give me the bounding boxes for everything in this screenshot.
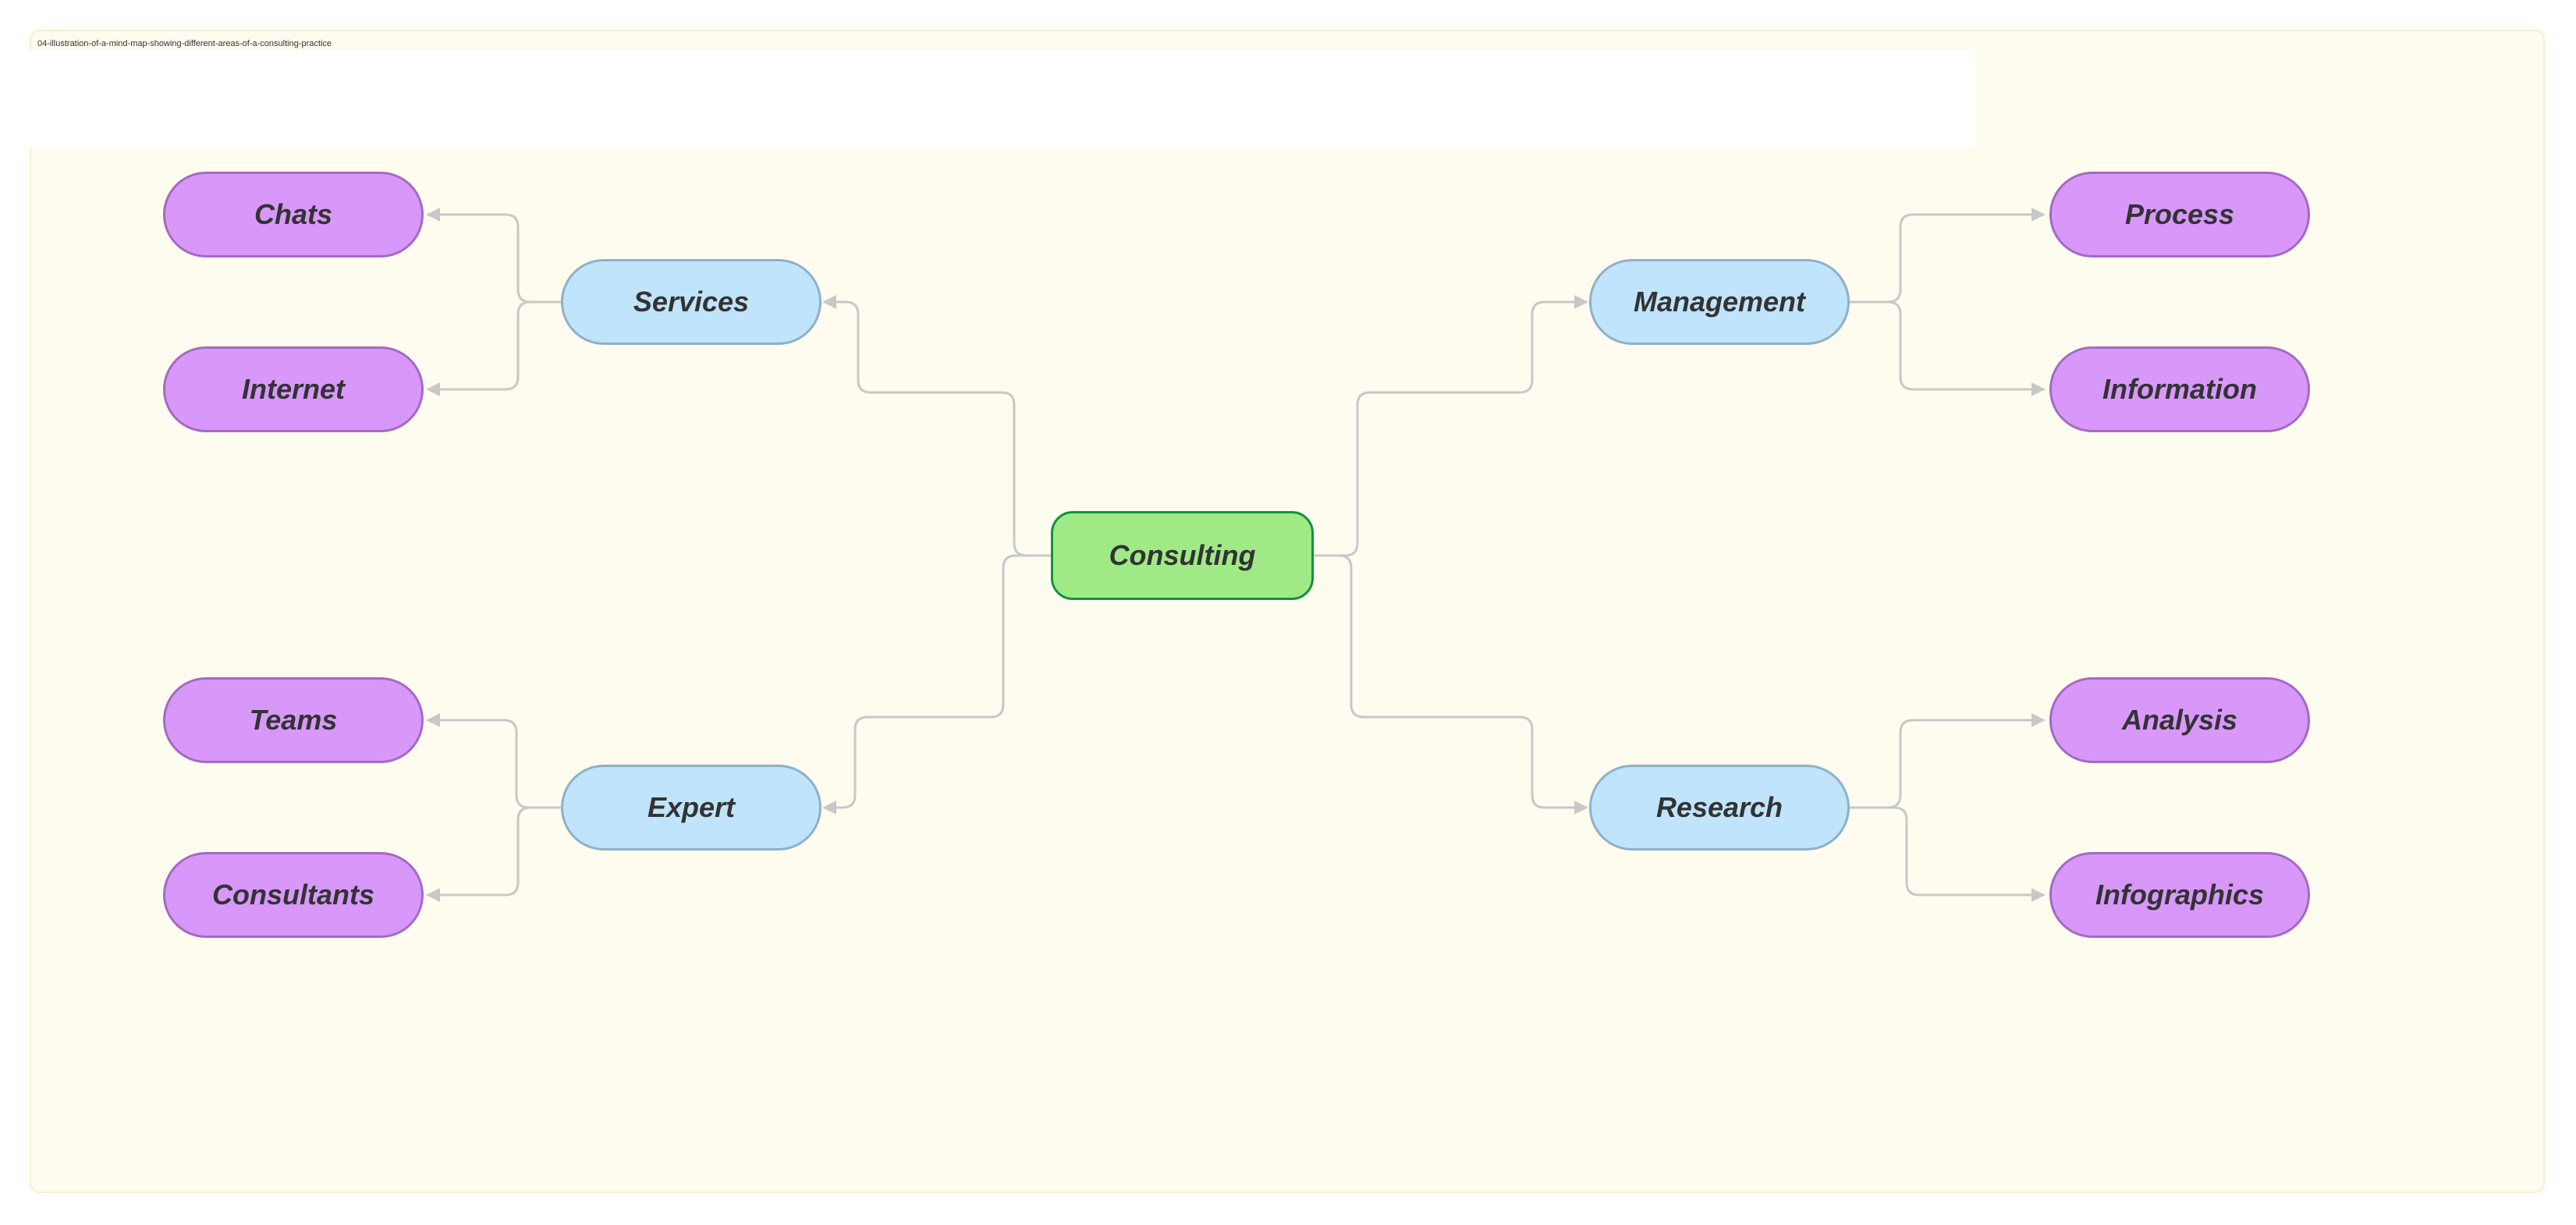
node-process[interactable]: Process: [2049, 172, 2310, 257]
node-consulting[interactable]: Consulting: [1051, 511, 1314, 600]
connector-root-management: [1314, 295, 1588, 557]
connector-root-services: [822, 295, 1051, 557]
node-chats[interactable]: Chats: [163, 172, 424, 257]
header-panel: [30, 50, 1975, 148]
node-consultants[interactable]: Consultants: [163, 852, 424, 938]
connector-management-information: [1850, 300, 2046, 396]
node-internet[interactable]: Internet: [163, 346, 424, 432]
node-expert[interactable]: Expert: [561, 765, 821, 850]
node-infographics[interactable]: Infographics: [2049, 852, 2310, 938]
connector-root-expert: [822, 554, 1051, 815]
connector-expert-teams: [426, 713, 561, 809]
node-information[interactable]: Information: [2049, 346, 2310, 432]
connector-research-analysis: [1850, 713, 2046, 809]
connector-research-infographics: [1850, 806, 2046, 902]
node-services[interactable]: Services: [561, 259, 821, 345]
connector-services-chats: [426, 208, 561, 304]
node-analysis[interactable]: Analysis: [2049, 677, 2310, 763]
connector-management-process: [1850, 208, 2046, 304]
node-management[interactable]: Management: [1589, 259, 1850, 345]
frame-label: 04-illustration-of-a-mind-map-showing-di…: [37, 39, 332, 48]
node-teams[interactable]: Teams: [163, 677, 424, 763]
connector-expert-consultants: [426, 806, 561, 902]
connector-root-research: [1314, 554, 1588, 815]
connector-services-internet: [426, 300, 561, 396]
node-research[interactable]: Research: [1589, 765, 1850, 850]
